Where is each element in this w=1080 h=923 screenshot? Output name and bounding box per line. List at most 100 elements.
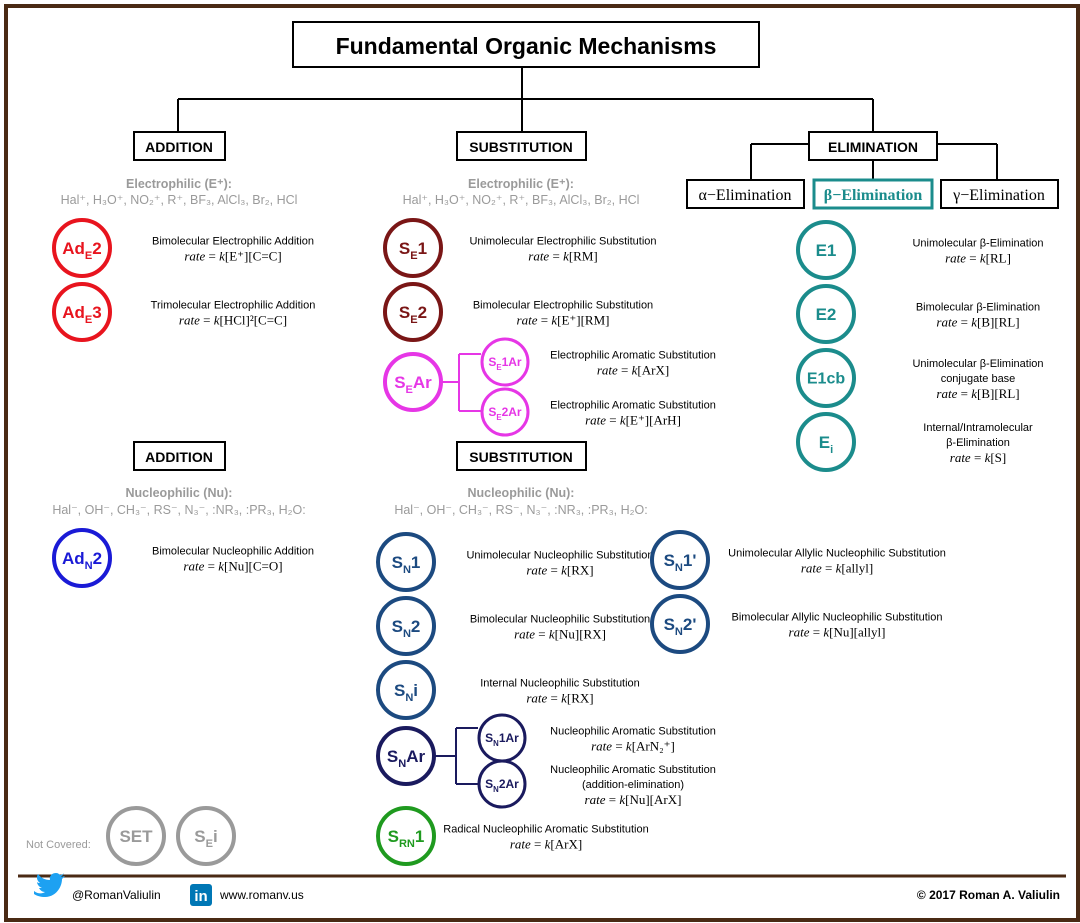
- sei-circle: [176, 806, 236, 866]
- snar-node: SNAr: [376, 726, 436, 786]
- sn1ar-description: Nucleophilic Aromatic Substitution: [550, 726, 716, 738]
- linkedin-icon: in: [190, 884, 212, 906]
- e1-description: Unimolecular β-Elimination: [912, 238, 1043, 250]
- sear-symbol: SEAr: [394, 373, 432, 396]
- sn2-symbol: SN2: [392, 617, 421, 640]
- sni-rate: rate = k[RX]: [526, 691, 593, 706]
- sn1-circle: [376, 532, 436, 592]
- sni-node: SNi Internal Nucleophilic Substitutionrat…: [376, 660, 640, 720]
- beta-elimination-box: [812, 178, 934, 210]
- sear-circle: [383, 352, 443, 412]
- adn2-symbol: AdN2: [62, 549, 102, 572]
- se1-circle: [383, 218, 443, 278]
- se2-circle: [383, 282, 443, 342]
- se2ar-description: Electrophilic Aromatic Substitution: [550, 400, 716, 412]
- sni-description: Internal Nucleophilic Substitution: [480, 678, 640, 690]
- se2ar-circle: [480, 387, 530, 437]
- ei-circle: [796, 412, 856, 472]
- srn1-circle: [376, 806, 436, 866]
- sni-symbol: SNi: [394, 681, 418, 704]
- se1-rate: rate = k[RM]: [528, 249, 597, 264]
- sn2p-description: Bimolecular Allylic Nucleophilic Substit…: [732, 612, 943, 624]
- header-box-substitution-n: [456, 441, 587, 471]
- ei-symbol: Ei: [819, 433, 833, 456]
- se1ar-description: Electrophilic Aromatic Substitution: [550, 350, 716, 362]
- sear-node: SEAr: [383, 352, 443, 412]
- ade3-description: Trimolecular Electrophilic Addition: [151, 300, 316, 312]
- e2-rate: rate = k[B][RL]: [936, 315, 1019, 330]
- not-covered-label: Not Covered:: [26, 839, 91, 851]
- website-link[interactable]: www.romanv.us: [219, 888, 304, 902]
- srn1-rate: rate = k[ArX]: [510, 837, 582, 852]
- header-substitution-nucleophilic: SUBSTITUTION: [469, 449, 572, 465]
- adn2-description: Bimolecular Nucleophilic Addition: [152, 546, 314, 558]
- se2ar-symbol: SE2Ar: [488, 405, 522, 422]
- ei-rate: rate = k[S]: [950, 450, 1006, 465]
- gamma-elimination-box: [940, 179, 1059, 209]
- set-node: SET: [106, 806, 166, 866]
- electrophile-list-addition: Hal⁺, H₃O⁺, NO₂⁺, R⁺, BF₃, AlCl₃, Br₂, H…: [61, 193, 298, 207]
- page-title: Fundamental Organic Mechanisms: [336, 33, 717, 59]
- gamma-elimination: γ−Elimination: [952, 187, 1045, 204]
- sn2-description: Bimolecular Nucleophilic Substitution: [470, 614, 650, 626]
- se1-description: Unimolecular Electrophilic Substitution: [469, 236, 656, 248]
- ade2-symbol: AdE2: [62, 239, 102, 262]
- ei-description: Internal/Intramolecular: [923, 422, 1033, 434]
- sn1-description: Unimolecular Nucleophilic Substitution: [466, 550, 653, 562]
- ade2-rate: rate = k[E⁺][C=C]: [184, 249, 281, 264]
- tree-connectors: [177, 68, 998, 180]
- ade3-circle: [52, 282, 112, 342]
- sn1p-symbol: SN1': [664, 551, 697, 574]
- sn1-rate: rate = k[RX]: [526, 563, 593, 578]
- sn1ar-symbol: SN1Ar: [485, 731, 519, 748]
- title-box: [292, 21, 760, 68]
- ade2-circle: [52, 218, 112, 278]
- e2-symbol: E2: [816, 305, 837, 324]
- se1-symbol: SE1: [399, 239, 427, 262]
- sei-node: SEi: [176, 806, 236, 866]
- sn1p-circle: [650, 530, 710, 590]
- e1-rate: rate = k[RL]: [945, 251, 1011, 266]
- ade3-symbol: AdE3: [62, 303, 102, 326]
- e1cb-description: Unimolecular β-Elimination: [912, 358, 1043, 370]
- header-addition-nucleophilic: ADDITION: [145, 449, 213, 465]
- header-box-addition-e: [133, 131, 226, 161]
- sn2ar-description-2: (addition-elimination): [582, 779, 684, 791]
- e1cb-rate: rate = k[B][RL]: [936, 386, 1019, 401]
- sn2-node: SN2 Bimolecular Nucleophilic Substitution…: [376, 596, 650, 656]
- e1-circle: [796, 220, 856, 280]
- sn2ar-rate: rate = k[Nu][ArX]: [585, 792, 682, 807]
- se2-rate: rate = k[E⁺][RM]: [517, 313, 610, 328]
- se2-description: Bimolecular Electrophilic Substitution: [473, 300, 653, 312]
- twitter-handle[interactable]: @RomanValiulin: [72, 888, 161, 902]
- sei-symbol: SEi: [194, 827, 217, 850]
- se1ar-rate: rate = k[ArX]: [597, 363, 669, 378]
- set-symbol: SET: [119, 827, 153, 846]
- e1-symbol: E1: [816, 241, 837, 260]
- se1-node: SE1 Unimolecular Electrophilic Substituti…: [383, 218, 657, 278]
- snar-symbol: SNAr: [387, 747, 426, 770]
- copyright: © 2017 Roman A. Valiulin: [917, 888, 1060, 902]
- header-addition-electrophilic: ADDITION: [145, 139, 213, 155]
- sn2-rate: rate = k[Nu][RX]: [514, 627, 606, 642]
- sear-bracket: [441, 353, 481, 412]
- sni-circle: [376, 660, 436, 720]
- se2ar-rate: rate = k[E⁺][ArH]: [585, 413, 681, 428]
- snar-bracket: [435, 727, 478, 785]
- electrophile-label-substitution: Electrophilic (E⁺):: [468, 177, 574, 191]
- e2-circle: [796, 284, 856, 344]
- e1cb-description-2: conjugate base: [941, 373, 1016, 385]
- srn1-description: Radical Nucleophilic Aromatic Substituti…: [443, 824, 648, 836]
- se2-symbol: SE2: [399, 303, 427, 326]
- se1ar-circle: [480, 337, 530, 387]
- chart-frame: Fundamental Organic Mechanisms ADDITION …: [4, 4, 1080, 922]
- sn2p-circle: [650, 594, 710, 654]
